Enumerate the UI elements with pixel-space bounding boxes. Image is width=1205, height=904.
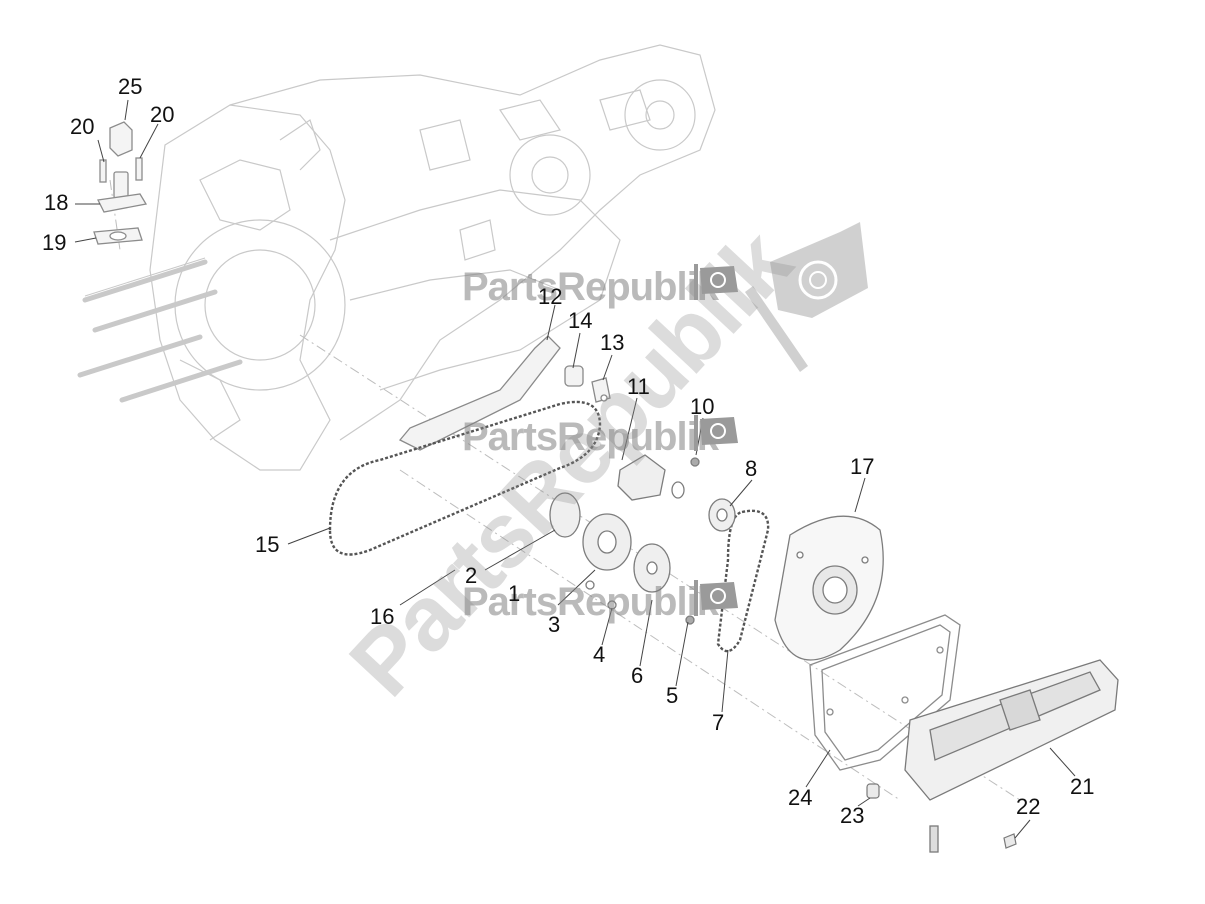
callout-15[interactable]: 15 — [255, 532, 280, 557]
callout-leaders — [74, 99, 1076, 839]
callout-21[interactable]: 21 — [1070, 774, 1095, 799]
oil-sump-21 — [904, 659, 1119, 853]
callout-13[interactable]: 13 — [600, 330, 625, 355]
watermark-text-middle: PartsRepublik — [462, 415, 719, 459]
callout-17[interactable]: 17 — [850, 454, 875, 479]
pump-components — [549, 454, 736, 625]
callout-6[interactable]: 6 — [631, 663, 644, 688]
watermark-flag-icon — [694, 580, 738, 616]
callout-22[interactable]: 22 — [1016, 794, 1041, 819]
callout-10[interactable]: 10 — [690, 394, 715, 419]
callout-20-right[interactable]: 20 — [150, 102, 175, 127]
chain-guide-and-pivot — [398, 335, 611, 451]
callout-24[interactable]: 24 — [788, 785, 813, 810]
callout-3[interactable]: 3 — [548, 612, 561, 637]
callout-16[interactable]: 16 — [370, 604, 395, 629]
watermark-gear-flag — [745, 222, 868, 372]
watermark-text-bottom: PartsRepublik — [462, 580, 719, 624]
chain-15 — [328, 400, 602, 556]
callout-18[interactable]: 18 — [44, 190, 69, 215]
watermark-flag-icon — [694, 415, 738, 451]
watermark-flag-icon — [694, 264, 738, 300]
tensioner-assembly — [93, 121, 148, 245]
chain-7 — [716, 509, 770, 653]
callout-1[interactable]: 1 — [508, 581, 521, 606]
callout-2[interactable]: 2 — [465, 563, 478, 588]
cover-17 — [774, 515, 884, 661]
callout-11[interactable]: 11 — [627, 374, 650, 399]
callout-20-left[interactable]: 20 — [70, 114, 95, 139]
callout-5[interactable]: 5 — [666, 683, 679, 708]
callout-8[interactable]: 8 — [745, 456, 758, 481]
callout-14[interactable]: 14 — [568, 308, 593, 333]
drain-plug-and-bolt — [866, 783, 1017, 849]
crankcase-studs-outline — [84, 257, 206, 297]
crankcase-studs — [77, 259, 243, 403]
callout-25[interactable]: 25 — [118, 74, 143, 99]
callout-23[interactable]: 23 — [840, 803, 865, 828]
callout-19[interactable]: 19 — [42, 230, 67, 255]
callout-7[interactable]: 7 — [712, 710, 725, 735]
callout-12[interactable]: 12 — [538, 284, 563, 309]
engine-crankcase — [149, 44, 716, 471]
watermark-text-top: PartsRepublik — [462, 265, 719, 309]
callout-4[interactable]: 4 — [593, 642, 606, 667]
